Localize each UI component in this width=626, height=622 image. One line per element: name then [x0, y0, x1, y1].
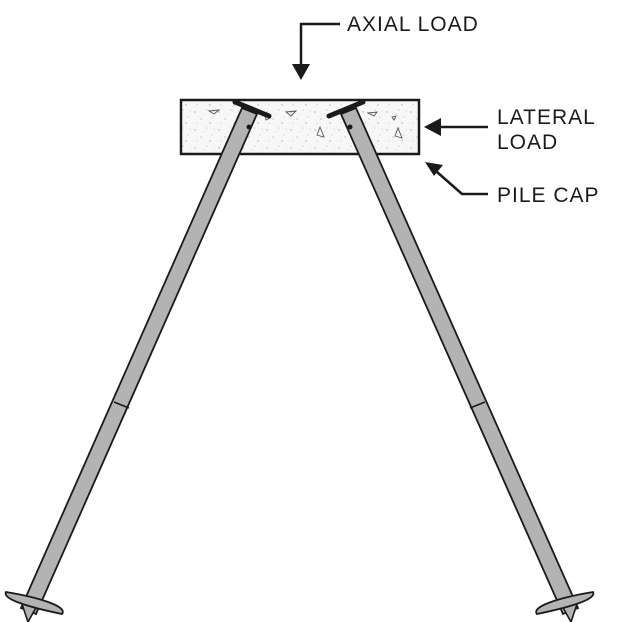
axial-load-arrow: [292, 22, 340, 80]
pile-cap-label: PILE CAP: [497, 184, 600, 207]
pile-cap-leader-arrow: [425, 162, 488, 196]
left-helical-pile: [4, 99, 272, 622]
lateral-load-label-line2: LOAD: [497, 131, 559, 154]
lateral-load-label-line1: LATERAL: [497, 106, 596, 129]
right-helical-pile: [326, 99, 595, 622]
axial-load-label: AXIAL LOAD: [347, 13, 479, 36]
lateral-load-label: LATERAL LOAD: [497, 105, 596, 155]
lateral-load-arrow: [424, 118, 488, 136]
pile-cap: [179, 98, 421, 156]
